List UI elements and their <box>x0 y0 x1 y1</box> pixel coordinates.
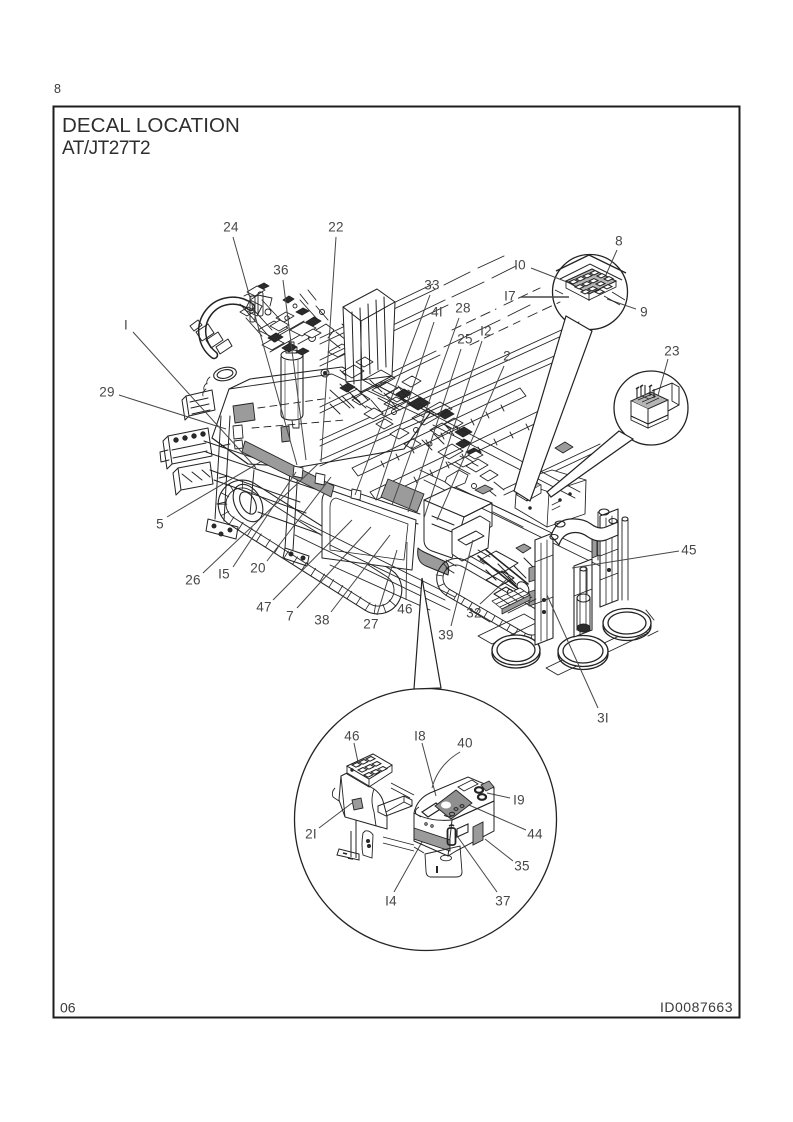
svg-text:24: 24 <box>223 220 239 235</box>
svg-text:45: 45 <box>681 543 696 558</box>
svg-text:27: 27 <box>363 617 378 632</box>
svg-text:25: 25 <box>457 332 472 347</box>
svg-text:I4: I4 <box>385 894 397 909</box>
svg-text:8: 8 <box>615 234 623 249</box>
svg-text:06: 06 <box>60 1000 76 1016</box>
svg-text:44: 44 <box>527 827 543 842</box>
svg-text:39: 39 <box>438 628 453 643</box>
svg-text:I9: I9 <box>513 793 525 808</box>
svg-text:AT/JT27T2: AT/JT27T2 <box>62 138 150 159</box>
svg-text:DECAL LOCATION: DECAL LOCATION <box>62 114 240 137</box>
svg-text:36: 36 <box>273 263 288 278</box>
svg-text:40: 40 <box>457 736 472 751</box>
svg-text:29: 29 <box>99 385 114 400</box>
svg-text:2I: 2I <box>305 827 317 842</box>
svg-text:22: 22 <box>328 220 343 235</box>
svg-text:47: 47 <box>256 600 271 615</box>
svg-text:3I: 3I <box>597 711 609 726</box>
svg-text:46: 46 <box>344 729 359 744</box>
svg-text:38: 38 <box>314 613 329 628</box>
svg-text:32: 32 <box>466 606 481 621</box>
svg-text:I7: I7 <box>504 289 516 304</box>
svg-text:5: 5 <box>156 517 164 532</box>
svg-text:35: 35 <box>514 859 529 874</box>
svg-text:4I: 4I <box>431 305 443 320</box>
svg-text:26: 26 <box>185 573 200 588</box>
svg-text:8: 8 <box>54 82 61 96</box>
svg-text:I5: I5 <box>218 567 230 582</box>
svg-text:I8: I8 <box>414 729 426 744</box>
svg-text:I: I <box>124 318 128 333</box>
svg-text:46: 46 <box>397 602 412 617</box>
svg-text:9: 9 <box>640 305 648 320</box>
svg-text:7: 7 <box>286 609 294 624</box>
svg-text:20: 20 <box>250 561 265 576</box>
svg-text:ID0087663: ID0087663 <box>660 999 733 1015</box>
svg-text:23: 23 <box>664 344 679 359</box>
svg-text:I2: I2 <box>480 324 492 339</box>
svg-text:2: 2 <box>503 349 511 364</box>
svg-text:37: 37 <box>495 894 510 909</box>
svg-text:33: 33 <box>424 278 439 293</box>
svg-text:28: 28 <box>455 301 470 316</box>
svg-text:I0: I0 <box>514 258 526 273</box>
